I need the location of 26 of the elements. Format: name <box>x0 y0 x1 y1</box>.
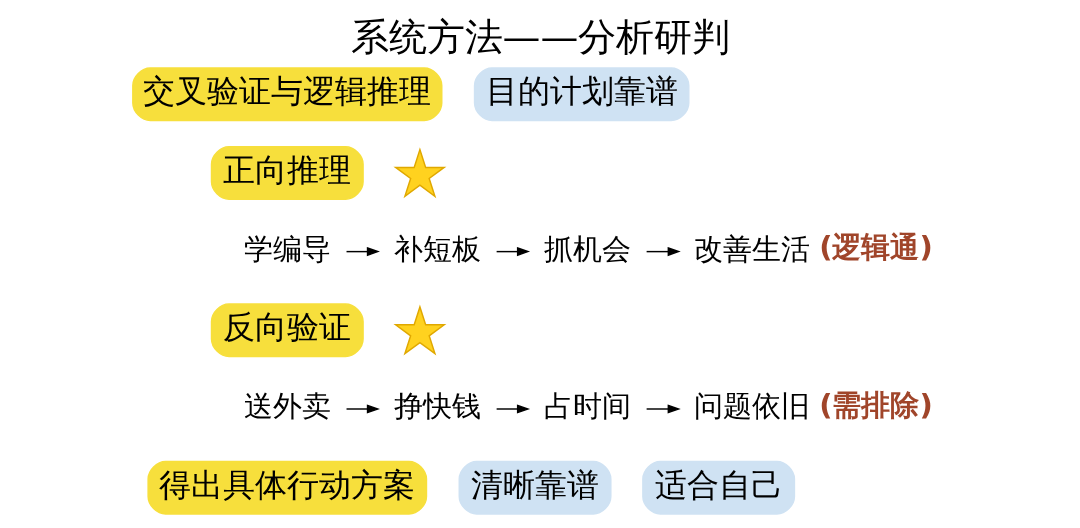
node-text: 问题依旧 <box>693 389 810 424</box>
node-text: 学编导 <box>243 231 331 266</box>
node-text: 抓机会 <box>543 231 631 266</box>
label: 适合自己 <box>654 465 783 504</box>
node-star <box>392 304 446 356</box>
arrow <box>345 404 380 414</box>
node-text: 补短板 <box>393 231 481 266</box>
label: 得出具体行动方案 <box>158 465 415 504</box>
label: 目的计划靠谱 <box>485 72 678 111</box>
node-text: 占时间 <box>543 389 631 424</box>
node-text: 送外卖 <box>243 389 331 424</box>
label: 交叉验证与逻辑推理 <box>142 72 431 111</box>
label: 反向验证 <box>222 308 351 347</box>
node-label: (需排除) <box>818 387 933 422</box>
node-star <box>392 147 446 199</box>
node-text: 挣快钱 <box>393 389 481 424</box>
arrow <box>645 404 681 414</box>
arrow <box>345 247 380 257</box>
node-label: (逻辑通) <box>818 230 933 265</box>
arrow <box>495 404 530 414</box>
label: 正向推理 <box>222 151 351 190</box>
label: 清晰靠谱 <box>470 465 599 504</box>
arrow <box>645 247 681 257</box>
arrow <box>495 247 530 257</box>
node-text: 改善生活 <box>693 231 810 266</box>
diagram-title: 系统方法——分析研判 <box>350 15 730 60</box>
